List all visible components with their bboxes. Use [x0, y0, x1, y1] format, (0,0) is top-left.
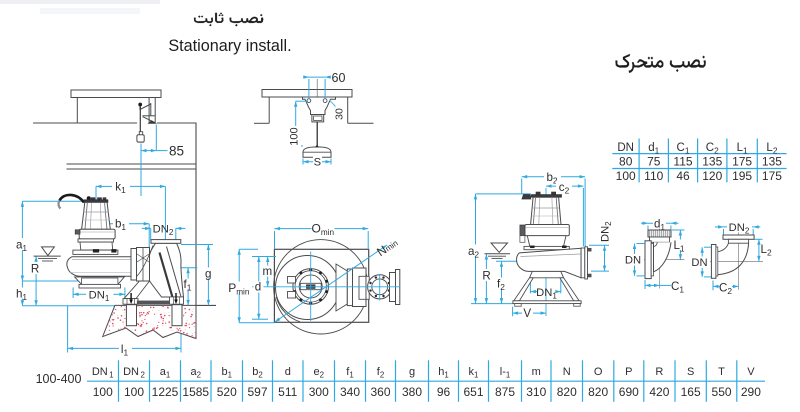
- svg-text:C2: C2: [706, 142, 719, 156]
- svg-text:290: 290: [741, 385, 761, 399]
- svg-text:46: 46: [676, 169, 690, 183]
- svg-text:S: S: [314, 156, 321, 168]
- svg-text:100: 100: [288, 127, 300, 145]
- svg-text:g: g: [205, 268, 211, 281]
- svg-text:L2: L2: [766, 142, 777, 156]
- svg-text:690: 690: [619, 385, 639, 399]
- svg-text:m: m: [262, 265, 272, 278]
- svg-text:DN2: DN2: [599, 221, 613, 242]
- svg-text:420: 420: [649, 385, 669, 399]
- svg-text:165: 165: [681, 385, 701, 399]
- svg-text:300: 300: [309, 385, 329, 399]
- svg-text:d1: d1: [654, 217, 665, 232]
- svg-text:1585: 1585: [182, 385, 209, 399]
- svg-text:520: 520: [217, 385, 237, 399]
- svg-text:380: 380: [402, 385, 422, 399]
- svg-text:b1: b1: [221, 366, 232, 380]
- svg-text:651: 651: [463, 385, 483, 399]
- svg-text:DN2: DN2: [729, 222, 750, 236]
- svg-text:DN: DN: [625, 255, 641, 267]
- svg-text:l1: l1: [121, 343, 129, 358]
- svg-text:P: P: [625, 366, 632, 378]
- svg-text:340: 340: [340, 385, 360, 399]
- svg-text:b2: b2: [252, 366, 263, 380]
- svg-text:100: 100: [124, 385, 144, 399]
- svg-text:820: 820: [588, 385, 608, 399]
- svg-text:a1: a1: [160, 366, 171, 380]
- svg-text:R: R: [31, 263, 39, 276]
- svg-text:120: 120: [702, 169, 722, 183]
- svg-text:820: 820: [557, 385, 577, 399]
- svg-text:100-400: 100-400: [36, 372, 82, 386]
- svg-text:135: 135: [762, 154, 782, 168]
- svg-text:DN: DN: [691, 257, 707, 269]
- svg-text:b2: b2: [546, 171, 557, 186]
- svg-text:T: T: [718, 366, 725, 378]
- svg-text:85: 85: [169, 144, 184, 159]
- svg-text:a1: a1: [16, 239, 27, 254]
- svg-text:S: S: [687, 366, 694, 378]
- svg-text:N: N: [563, 366, 571, 378]
- svg-text:30: 30: [333, 108, 345, 120]
- svg-text:110: 110: [644, 169, 663, 183]
- svg-text:b1: b1: [115, 218, 126, 233]
- svg-text:m: m: [532, 366, 541, 378]
- svg-text:f2: f2: [497, 278, 505, 293]
- svg-text:135: 135: [702, 154, 722, 168]
- svg-text:Stationary install.: Stationary install.: [168, 37, 291, 55]
- svg-text:f1: f1: [184, 278, 192, 293]
- svg-text:310: 310: [526, 385, 546, 399]
- svg-text:V: V: [523, 307, 531, 320]
- svg-text:DN1: DN1: [536, 287, 557, 301]
- svg-text:100: 100: [616, 169, 636, 183]
- svg-text:L1: L1: [673, 239, 684, 254]
- svg-text:d1: d1: [648, 142, 659, 156]
- svg-text:l-1: l-1: [500, 366, 511, 380]
- svg-text:1225: 1225: [152, 385, 179, 399]
- svg-text:DN: DN: [617, 142, 634, 154]
- svg-text:O: O: [594, 366, 603, 378]
- svg-text:k1: k1: [115, 181, 126, 196]
- svg-text:875: 875: [495, 385, 515, 399]
- svg-text:597: 597: [247, 385, 267, 399]
- svg-text:h1: h1: [16, 288, 27, 303]
- svg-text:80: 80: [619, 154, 633, 168]
- svg-text:C2: C2: [719, 281, 732, 296]
- svg-text:k1: k1: [469, 366, 479, 380]
- svg-text:550: 550: [712, 385, 732, 399]
- svg-text:h1: h1: [438, 366, 449, 380]
- svg-text:175: 175: [762, 169, 782, 183]
- svg-text:DN2: DN2: [153, 224, 174, 238]
- svg-text:c2: c2: [559, 181, 570, 196]
- svg-text:V: V: [747, 366, 755, 378]
- svg-text:C1: C1: [677, 142, 690, 156]
- svg-text:d: d: [285, 366, 291, 378]
- svg-text:f1: f1: [346, 366, 353, 380]
- svg-text:C1: C1: [671, 280, 684, 295]
- svg-text:L2: L2: [761, 243, 772, 258]
- svg-text:96: 96: [437, 385, 451, 399]
- svg-text:175: 175: [732, 154, 752, 168]
- svg-text:195: 195: [732, 169, 752, 183]
- svg-text:L1: L1: [737, 142, 748, 156]
- svg-text:d: d: [255, 281, 261, 294]
- svg-text:511: 511: [278, 385, 297, 399]
- svg-text:a2: a2: [190, 366, 201, 380]
- svg-text:g: g: [409, 366, 415, 378]
- svg-text:e2: e2: [313, 366, 324, 380]
- svg-text:100: 100: [93, 385, 113, 399]
- svg-text:R: R: [482, 270, 490, 283]
- svg-text:75: 75: [647, 154, 661, 168]
- svg-text:115: 115: [673, 154, 692, 168]
- svg-text:360: 360: [370, 385, 390, 399]
- svg-text:DN1: DN1: [89, 289, 110, 303]
- svg-text:a2: a2: [468, 245, 479, 260]
- svg-text:R: R: [655, 366, 663, 378]
- svg-text:60: 60: [332, 71, 346, 85]
- svg-text:f2: f2: [377, 366, 384, 380]
